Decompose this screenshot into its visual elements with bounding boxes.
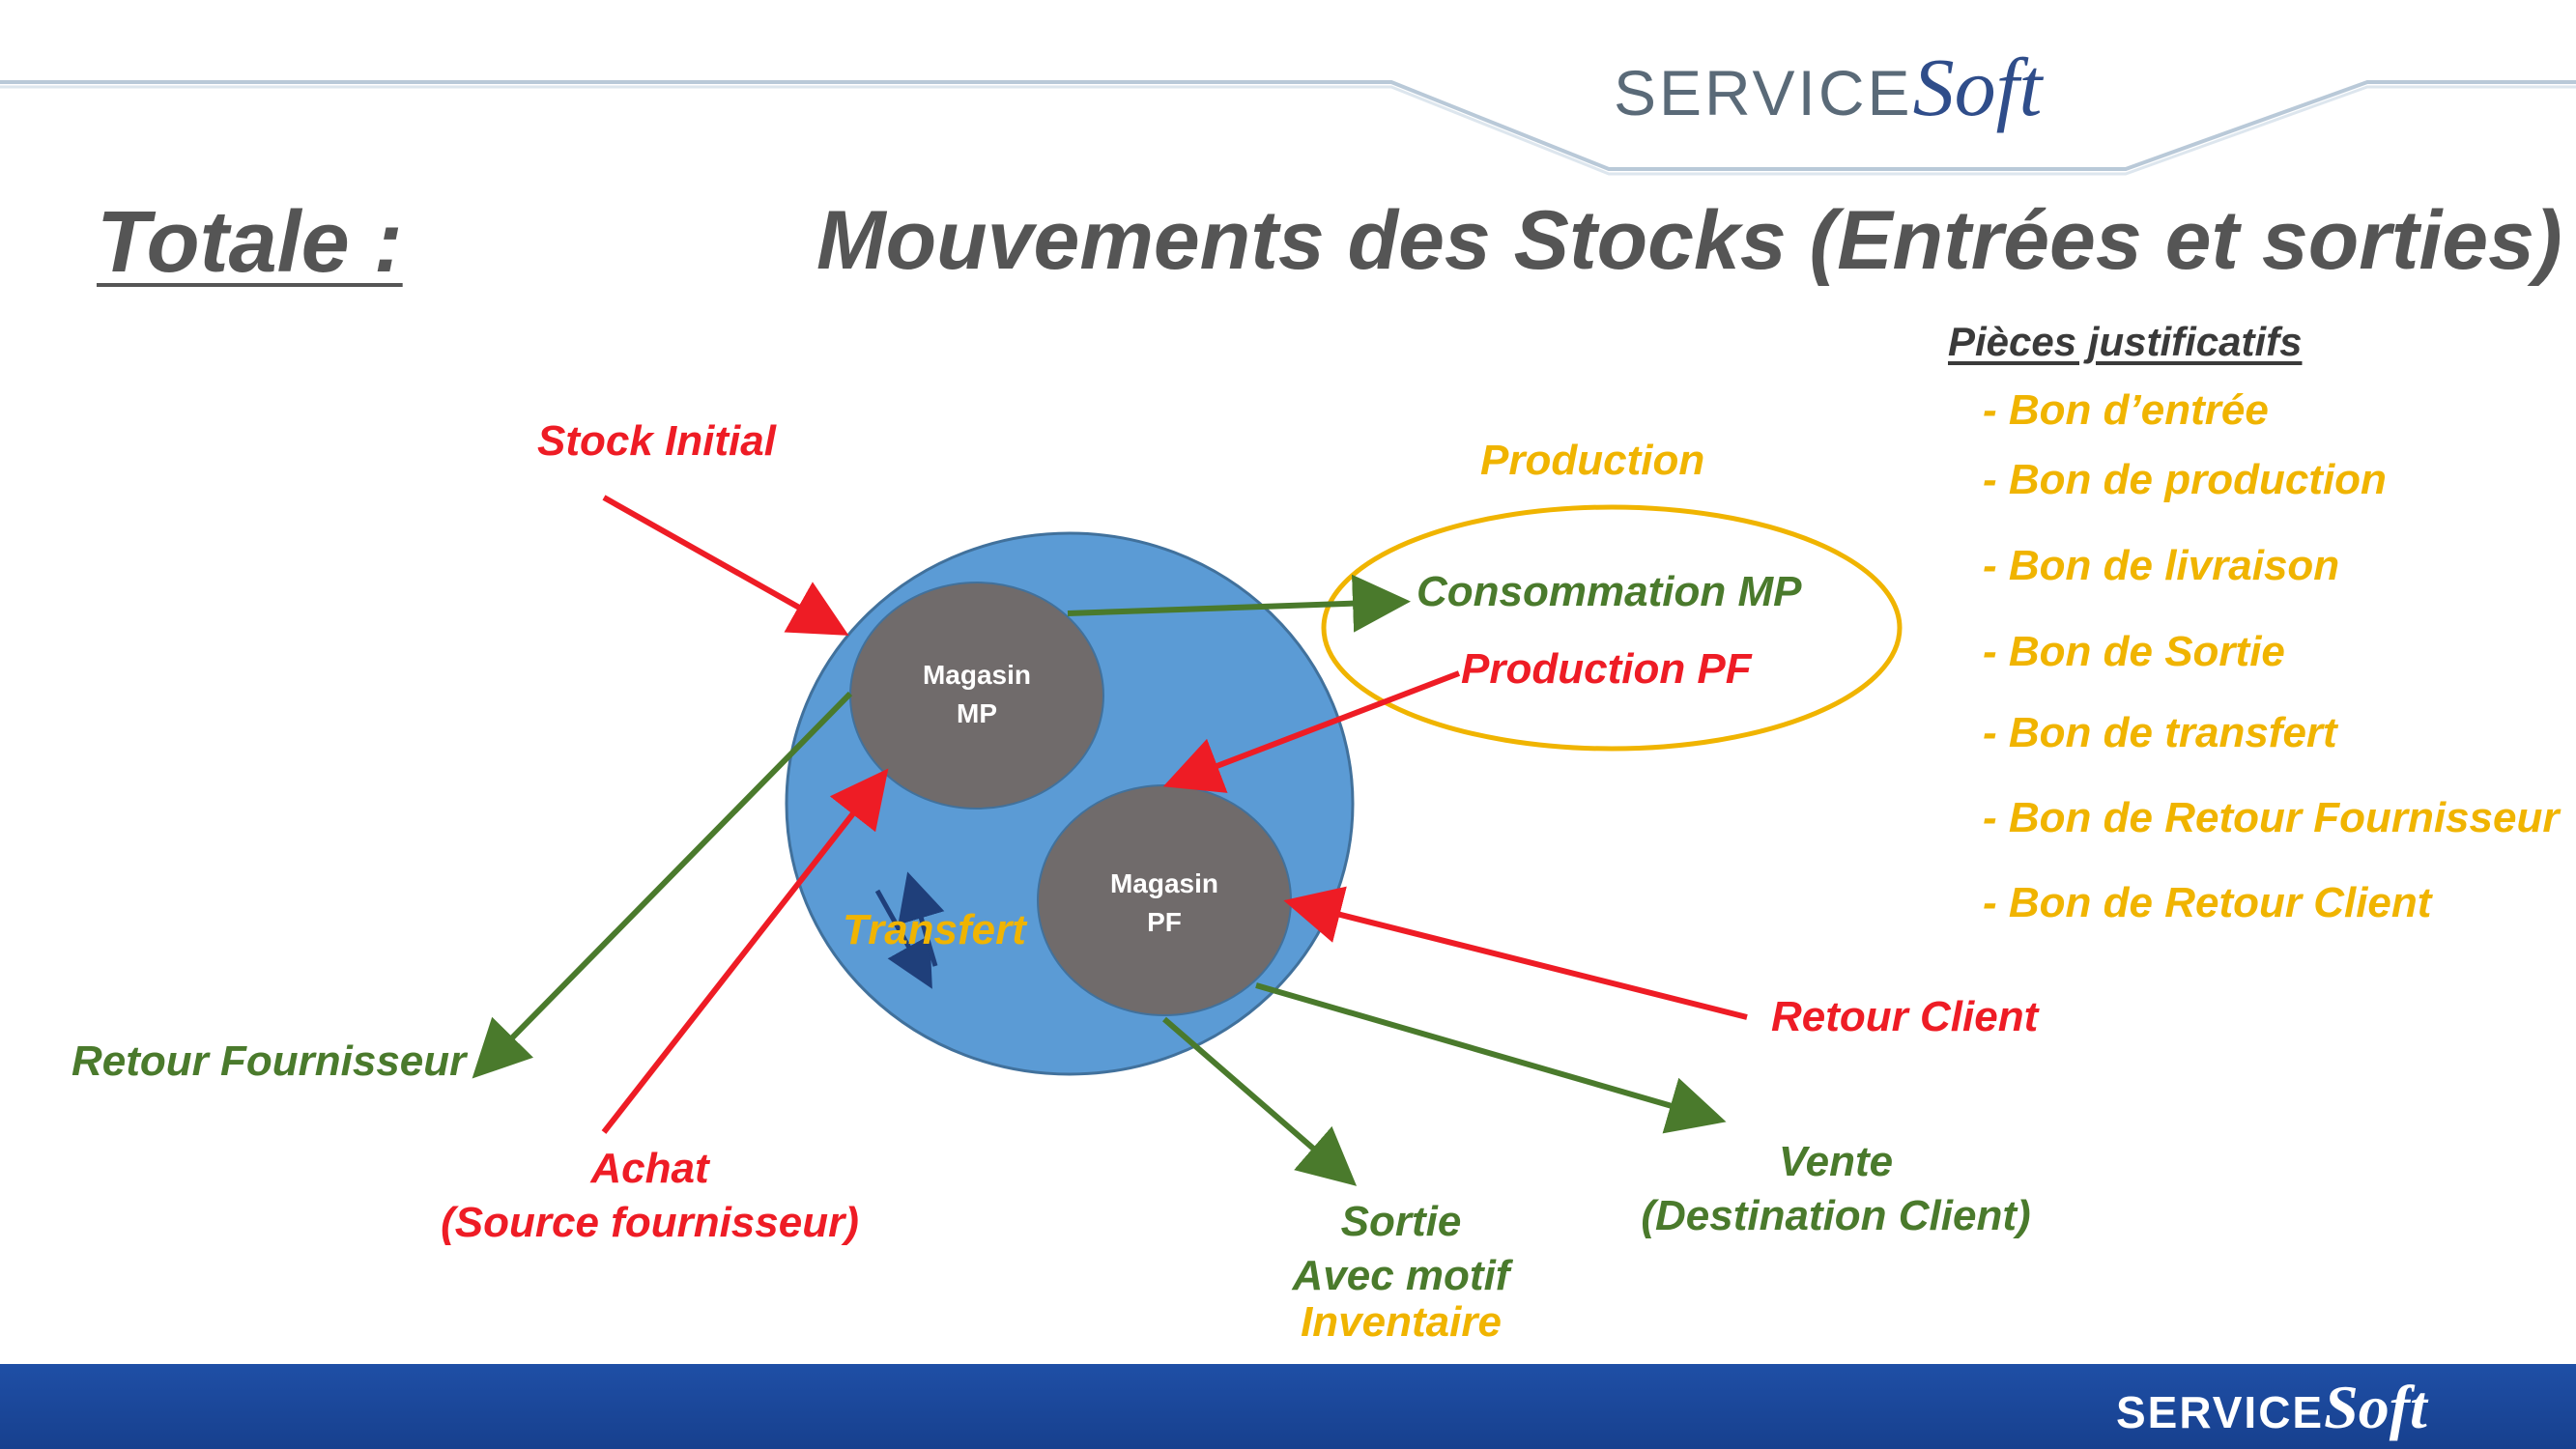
label-stock-initial: Stock Initial [537, 417, 776, 465]
piece-item: - Bon de livraison [1983, 542, 2340, 589]
label-transfert: Transfert [843, 906, 1026, 953]
label-sortie: Sortie Avec motif Inventaire [1256, 1198, 1546, 1347]
piece-item: - Bon de Retour Client [1983, 879, 2432, 926]
footer-logo: SERVICESoft [2116, 1372, 2427, 1443]
page-title: Mouvements des Stocks (Entrées et sortie… [816, 194, 2562, 287]
footer-bar [0, 1364, 2576, 1449]
footer-logo-main: SERVICE [2116, 1387, 2325, 1437]
magasin-mp-node [849, 582, 1104, 810]
arrow-consommation-mp [1067, 574, 1411, 633]
label-vente-line1: Vente [1778, 1138, 1894, 1185]
arrow-retour-fournisseur [472, 691, 853, 1079]
label-consommation-mp: Consommation MP [1417, 568, 1802, 615]
header-decoration [0, 80, 2576, 176]
arrow-stock-initial [602, 495, 849, 636]
arrow-achat [601, 768, 889, 1134]
label-production: Production [1480, 437, 1705, 484]
piece-item: - Bon de Retour Fournisseur [1983, 794, 2560, 841]
piece-item: - Bon d’entrée [1983, 386, 2269, 434]
label-vente-line2: (Destination Client) [1641, 1192, 2031, 1239]
label-retour-client: Retour Client [1771, 993, 2039, 1040]
transfer-arrow-down [874, 889, 932, 989]
header-logo: SERVICESoft [1614, 39, 2042, 135]
piece-item: - Bon de Sortie [1983, 628, 2285, 675]
magasin-pf-label-2: PF [1147, 907, 1182, 937]
label-sortie-line1: Sortie [1340, 1198, 1462, 1245]
logo-accent-text: Soft [1912, 41, 2043, 133]
magasin-mp-label-2: MP [957, 698, 997, 728]
magasin-pf-node [1037, 784, 1292, 1016]
production-ellipse [1321, 504, 1903, 752]
arrow-retour-client [1283, 886, 1748, 1020]
pieces-title: Pièces justificatifs [1948, 319, 2303, 364]
label-inventaire: Inventaire [1301, 1298, 1502, 1346]
label-retour-fournisseur: Retour Fournisseur [72, 1037, 467, 1085]
magasin-pf-label-1: Magasin [1110, 868, 1218, 898]
piece-item: - Bon de transfert [1983, 709, 2337, 756]
label-production-pf: Production PF [1461, 645, 1752, 693]
piece-item: - Bon de production [1983, 456, 2387, 503]
arrow-production-pf [1162, 670, 1461, 793]
arrow-vente [1255, 982, 1727, 1134]
magasin-mp-label-1: Magasin [923, 660, 1031, 690]
label-achat-line1: Achat [590, 1145, 709, 1192]
logo-main-text: SERVICE [1614, 57, 1913, 128]
footer-logo-accent: Soft [2324, 1373, 2427, 1441]
label-achat-line2: (Source fournisseur) [441, 1199, 859, 1246]
label-vente: Vente (Destination Client) [1623, 1138, 2048, 1240]
title-left: Totale : [97, 194, 403, 291]
transfer-arrow-up [898, 871, 945, 967]
arrow-sortie [1162, 1016, 1358, 1186]
label-sortie-line2: Avec motif [1292, 1252, 1510, 1299]
label-achat: Achat (Source fournisseur) [425, 1145, 874, 1247]
